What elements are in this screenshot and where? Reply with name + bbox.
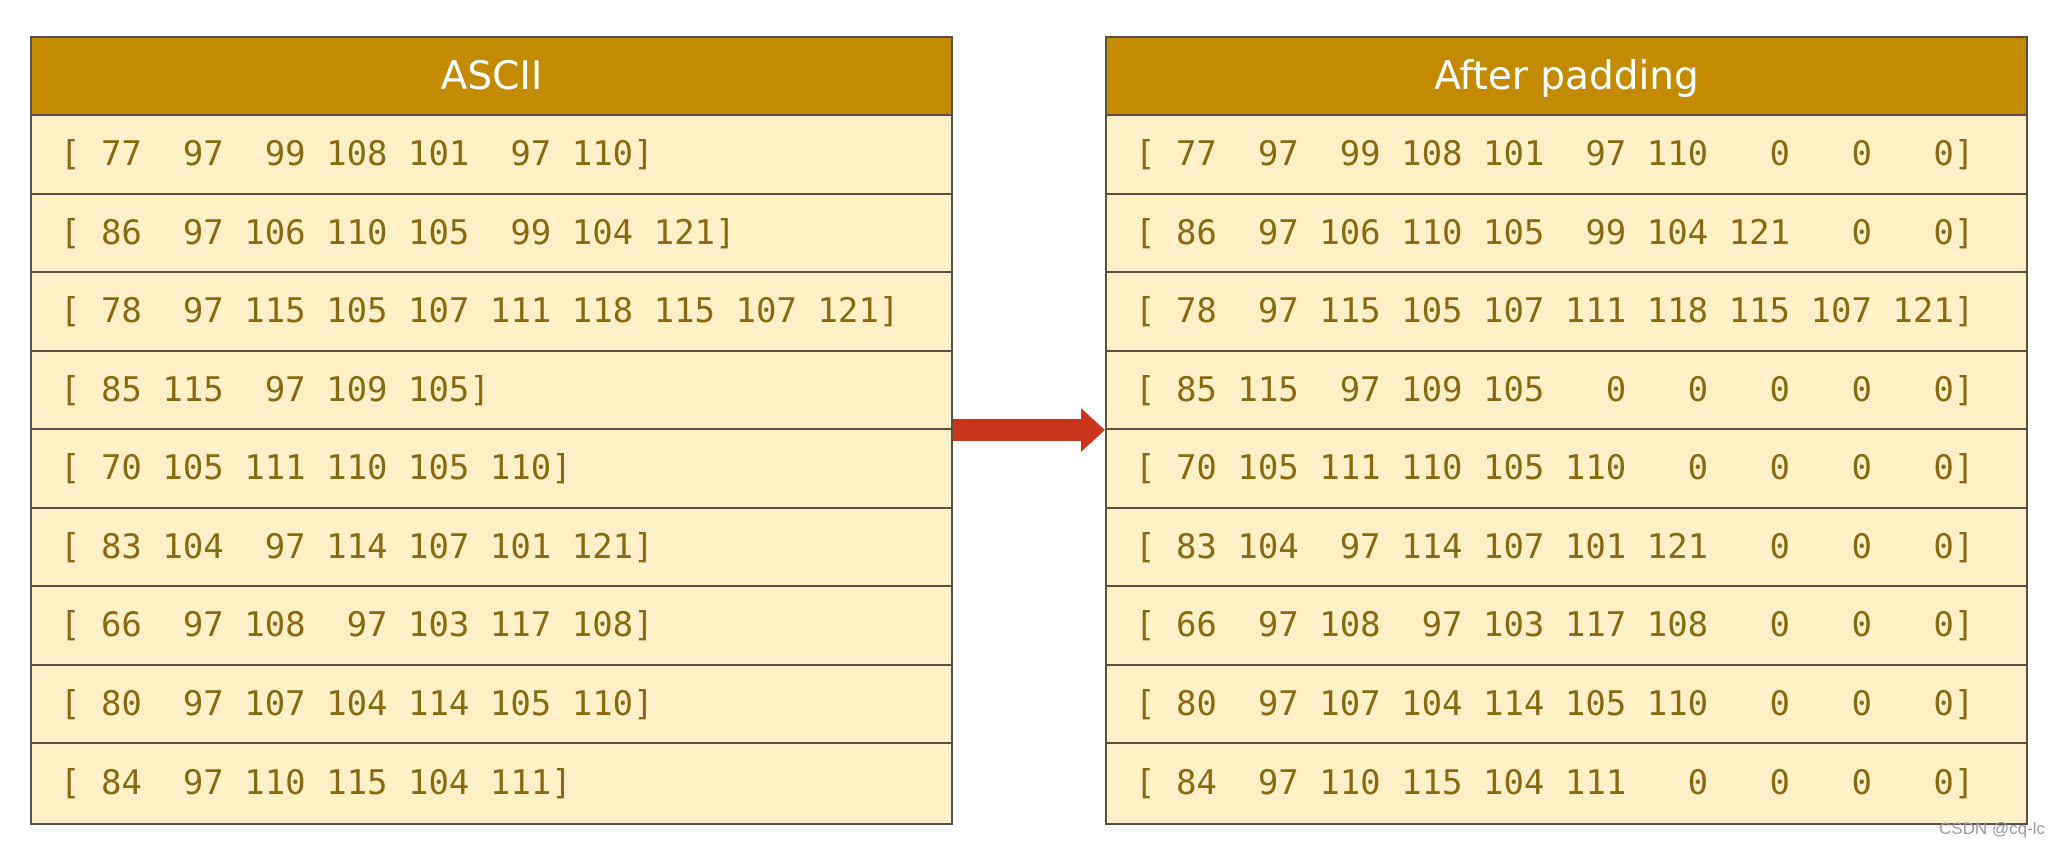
ascii-row: [ 78 97 115 105 107 111 118 115 107 121] xyxy=(32,273,951,352)
padded-row: [ 86 97 106 110 105 99 104 121 0 0] xyxy=(1107,194,2026,273)
ascii-row: [ 83 104 97 114 107 101 121] xyxy=(32,508,951,587)
padding-table: After padding [ 77 97 99 108 101 97 110 … xyxy=(1105,36,2028,825)
ascii-row: [ 85 115 97 109 105] xyxy=(32,351,951,430)
ascii-table: ASCII [ 77 97 99 108 101 97 110] [ 86 97… xyxy=(30,36,953,825)
padded-row: [ 70 105 111 110 105 110 0 0 0 0] xyxy=(1107,430,2026,509)
ascii-table-header: ASCII xyxy=(32,38,951,116)
ascii-row: [ 70 105 111 110 105 110] xyxy=(32,430,951,509)
arrow-right-icon xyxy=(953,408,1105,452)
ascii-row: [ 77 97 99 108 101 97 110] xyxy=(32,116,951,195)
ascii-row: [ 66 97 108 97 103 117 108] xyxy=(32,587,951,666)
padded-row: [ 77 97 99 108 101 97 110 0 0 0] xyxy=(1107,116,2026,195)
padded-row: [ 66 97 108 97 103 117 108 0 0 0] xyxy=(1107,587,2026,666)
padded-row: [ 80 97 107 104 114 105 110 0 0 0] xyxy=(1107,665,2026,744)
padded-row: [ 83 104 97 114 107 101 121 0 0 0] xyxy=(1107,508,2026,587)
ascii-row: [ 80 97 107 104 114 105 110] xyxy=(32,665,951,744)
padding-table-header: After padding xyxy=(1107,38,2026,116)
ascii-row: [ 86 97 106 110 105 99 104 121] xyxy=(32,194,951,273)
watermark: CSDN @cq-lc xyxy=(1938,819,2045,838)
padded-row: [ 85 115 97 109 105 0 0 0 0 0] xyxy=(1107,351,2026,430)
padded-row: [ 84 97 110 115 104 111 0 0 0 0] xyxy=(1107,744,2026,823)
padded-row: [ 78 97 115 105 107 111 118 115 107 121] xyxy=(1107,273,2026,352)
ascii-row: [ 84 97 110 115 104 111] xyxy=(32,744,951,823)
